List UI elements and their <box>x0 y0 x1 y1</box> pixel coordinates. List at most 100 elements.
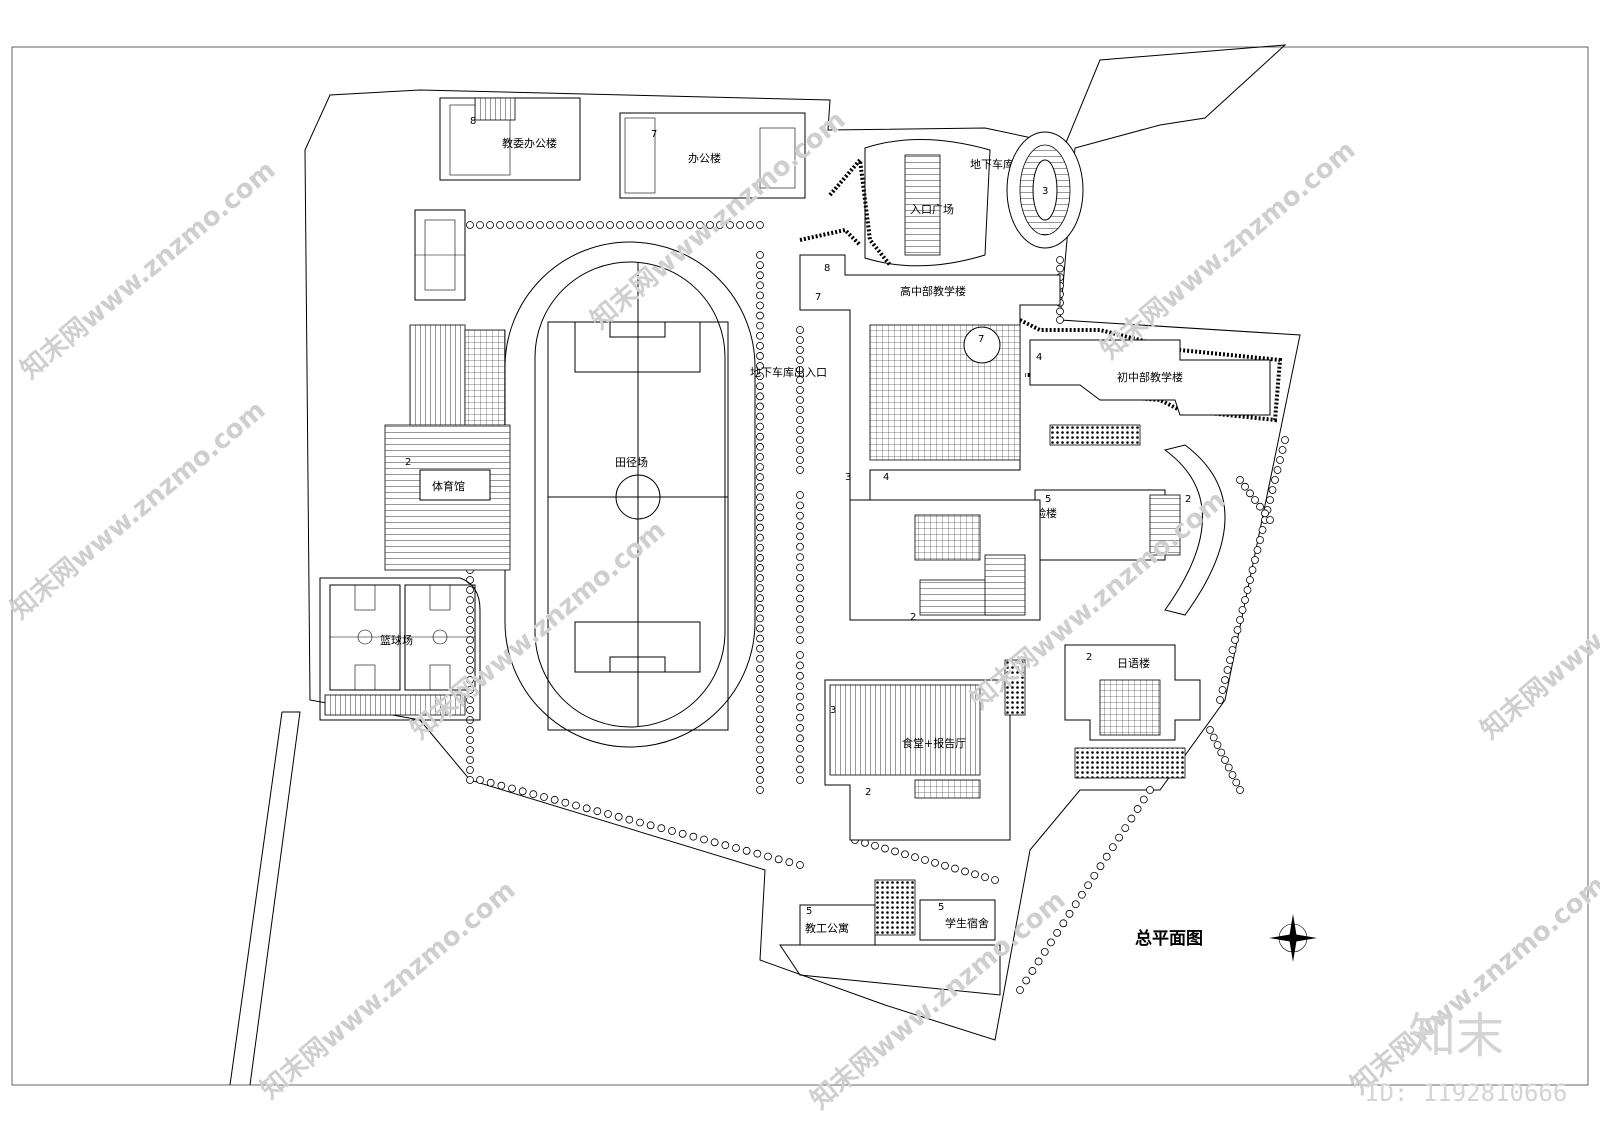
tree-icon <box>1258 526 1267 534</box>
tree-icon <box>1233 626 1242 634</box>
tree-icon <box>497 781 506 790</box>
tree-icon <box>1096 862 1105 871</box>
tree-icon <box>1209 733 1218 742</box>
tree-icon <box>1121 824 1130 832</box>
floor-count: 4 <box>1036 352 1042 363</box>
tree-icon <box>466 666 474 674</box>
label-garage-entrance-mid: 地下车库出入口 <box>750 365 827 379</box>
tree-icon <box>796 386 804 394</box>
tree-icon <box>796 426 804 434</box>
tree-icon <box>1221 756 1229 764</box>
tree-icon <box>742 846 751 855</box>
tree-rows <box>466 221 1289 994</box>
floor-count: 3 <box>830 705 836 716</box>
tree-icon <box>901 850 909 859</box>
tree-icon <box>796 625 804 634</box>
tree-icon <box>1040 948 1049 956</box>
tree-icon <box>756 634 764 643</box>
tree-icon <box>756 311 764 320</box>
tree-icon <box>1139 795 1148 804</box>
tree-icon <box>710 838 719 847</box>
tree-icon <box>496 221 504 229</box>
building-junior-high: 4 初中部教学楼 <box>1029 339 1271 446</box>
floor-count: 7 <box>978 334 984 345</box>
tree-icon <box>796 436 804 444</box>
tree-icon <box>1226 656 1234 664</box>
tree-icon <box>636 221 644 229</box>
tree-icon <box>756 221 764 229</box>
tree-icon <box>466 636 474 644</box>
tree-icon <box>891 847 899 856</box>
tree-icon <box>911 853 919 862</box>
tree-icon <box>756 604 764 613</box>
tree-icon <box>466 726 474 734</box>
tree-icon <box>1236 476 1244 484</box>
tree-icon <box>756 442 764 451</box>
tree-icon <box>466 756 474 764</box>
tree-icon <box>686 221 694 229</box>
tree-icon <box>616 221 624 229</box>
tree-icon <box>1127 814 1136 823</box>
drawing-title: 总平面图 <box>1135 928 1203 949</box>
tree-icon <box>466 586 474 594</box>
tree-icon <box>1071 900 1080 909</box>
tree-icon <box>466 776 474 784</box>
tree-icon <box>796 511 804 520</box>
tree-icon <box>676 221 684 229</box>
tree-icon <box>1253 546 1262 554</box>
tree-icon <box>466 656 474 664</box>
tree-icon <box>764 852 772 861</box>
tree-icon <box>756 382 764 391</box>
tree-icon <box>756 745 764 754</box>
tree-icon <box>756 786 764 794</box>
tree-icon <box>1146 786 1154 794</box>
tree-icon <box>1241 482 1249 491</box>
tree-icon <box>666 221 674 229</box>
tree-icon <box>756 594 764 603</box>
road-edge <box>229 711 301 1086</box>
label-basketball: 篮球场 <box>380 633 413 647</box>
tree-icon <box>696 221 704 229</box>
floor-count: 2 <box>910 612 916 623</box>
tree-icon <box>1266 516 1274 524</box>
floor-count: 4 <box>883 472 889 483</box>
tree-icon <box>596 221 604 229</box>
tree-icon <box>466 616 474 624</box>
tree-icon <box>756 574 764 582</box>
tree-icon <box>1078 890 1086 899</box>
tree-icon <box>796 703 804 711</box>
tree-icon <box>796 491 804 499</box>
tree-icon <box>1224 763 1233 772</box>
tree-icon <box>756 715 764 724</box>
tree-icon <box>971 870 979 879</box>
tree-icon <box>796 661 804 670</box>
tree-icon <box>1236 786 1244 794</box>
watermark-text: 知末网www.znzmo.com <box>5 395 271 625</box>
tree-icon <box>466 766 474 774</box>
tree-icon <box>486 778 495 787</box>
tree-icon <box>796 636 804 644</box>
tree-icon <box>1273 466 1282 474</box>
tree-icon <box>625 815 634 824</box>
site-boundary <box>304 44 1301 1041</box>
tree-icon <box>716 221 724 229</box>
tree-icon <box>508 784 516 793</box>
tree-icon <box>593 807 602 816</box>
tree-icon <box>756 755 764 764</box>
tree-icon <box>1084 881 1092 890</box>
tree-icon <box>756 543 764 552</box>
tree-icon <box>1281 436 1289 444</box>
tree-icon <box>756 483 764 492</box>
tree-icon <box>756 523 764 532</box>
tree-icon <box>1223 666 1232 674</box>
tree-icon <box>941 861 949 870</box>
tree-icon <box>756 473 764 481</box>
floor-count: 2 <box>1185 494 1191 505</box>
tree-icon <box>1056 307 1064 316</box>
tree-icon <box>756 392 764 401</box>
tree-icon <box>796 501 804 510</box>
tree-icon <box>796 573 804 582</box>
building-round: 3 <box>1006 131 1084 249</box>
tree-icon <box>561 798 570 807</box>
